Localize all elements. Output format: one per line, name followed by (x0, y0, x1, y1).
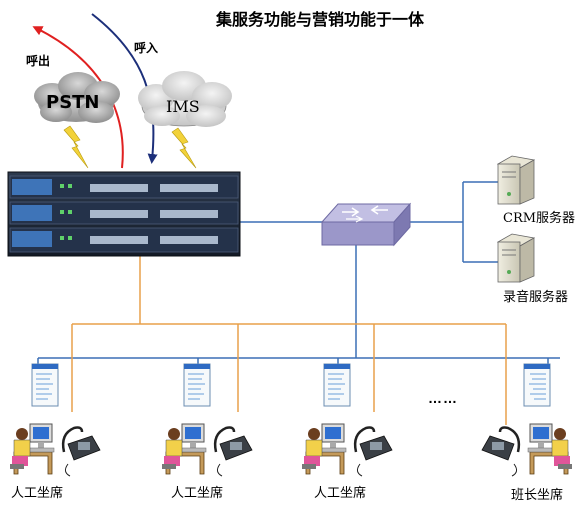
seat-label-supervisor: 班长坐席 (511, 488, 564, 503)
page-title: 集服务功能与营销功能于一体 (216, 10, 425, 29)
pstn-lightning-icon (63, 125, 89, 169)
seat-label-1: 人工坐席 (11, 486, 64, 501)
recording-server-label: 录音服务器 (503, 290, 569, 305)
ims-lightning-icon (171, 127, 197, 169)
inbound-call-arrow (91, 13, 158, 164)
supervisor-seat (480, 362, 574, 478)
outbound-label: 呼出 (26, 54, 51, 68)
crm-server-label: CRM服务器 (503, 211, 576, 226)
agent-seat-1 (8, 362, 102, 478)
seat-label-2: 人工坐席 (171, 486, 224, 501)
seat-label-3: 人工坐席 (314, 486, 367, 501)
crm-server-icon (496, 155, 536, 205)
pbx-gateway-rack (7, 171, 241, 257)
recording-server-icon (496, 233, 536, 283)
pstn-label: PSTN (46, 92, 100, 113)
agent-seat-3 (300, 362, 394, 478)
more-seats-ellipsis: …… (428, 390, 458, 406)
ims-label: IMS (166, 97, 200, 116)
network-switch-icon (320, 202, 412, 247)
pstn-cloud (34, 72, 120, 123)
inbound-label: 呼入 (134, 41, 159, 55)
ims-cloud (138, 71, 232, 127)
